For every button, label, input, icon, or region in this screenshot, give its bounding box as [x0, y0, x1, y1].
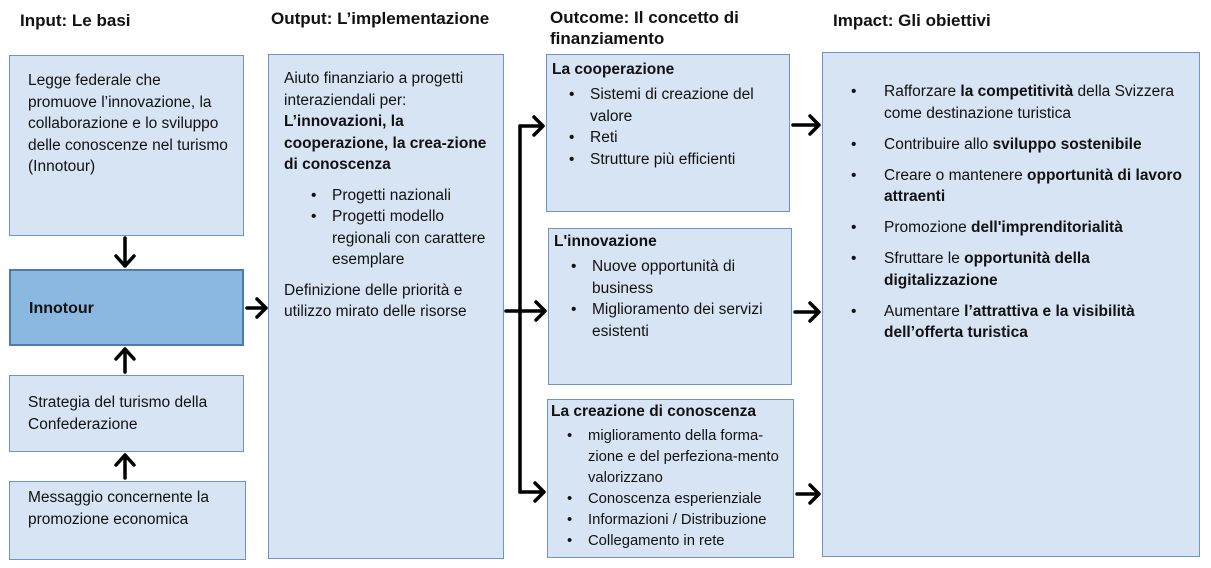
list-item: Informazioni / Distribuzione: [567, 510, 789, 531]
outcome-innovation-box: L'innovazione Nuove opportunità di busin…: [548, 228, 792, 385]
arrow-to-innovation: [518, 300, 547, 322]
impact-box: Rafforzare la competitività della Svizze…: [822, 52, 1200, 557]
outcome-cooperation-box: La cooperazione Sistemi di creazione del…: [546, 54, 790, 212]
list-item: Contribuire allo sviluppo sostenibile: [851, 134, 1185, 156]
list-item: Sistemi di creazione del valore: [569, 84, 781, 127]
arrow-law-to-innotour: [114, 236, 136, 268]
arrow-to-cooperation: [518, 115, 545, 137]
list-item: Reti: [569, 127, 781, 149]
list-item: Conoscenza esperienziale: [567, 489, 789, 510]
impact-item-bold: la competitività: [960, 83, 1074, 100]
input-message-text: Messaggio concernente la promozione econ…: [28, 489, 209, 528]
branch-connector: [504, 124, 522, 494]
impact-item-pre: Sfruttare le: [884, 250, 965, 267]
impact-item-post: della Svizzera come destinazione turisti…: [884, 83, 1175, 122]
list-item: Promozione dell'imprenditorialità: [851, 217, 1185, 239]
impact-item-pre: Creare o mantenere: [884, 166, 1028, 184]
innotour-box: Innotour: [9, 269, 244, 346]
header-input: Input: Le basi: [20, 11, 131, 30]
list-item: Rafforzare la competitività della Svizze…: [851, 81, 1185, 124]
arrow-innotour-to-output: [245, 297, 268, 319]
impact-list: Rafforzare la competitività della Svizze…: [851, 81, 1185, 344]
arrow-innovation-to-impact: [793, 301, 821, 323]
impact-item-pre: Contribuire allo: [884, 135, 993, 153]
innotour-label: Innotour: [29, 300, 94, 317]
arrow-message-to-strategy: [114, 453, 136, 480]
outcome-knowledge-title: La creazione di conoscenza: [551, 403, 757, 420]
input-law-text: Legge federale che promuove l’innovazion…: [28, 72, 228, 175]
header-impact: Impact: Gli obiettivi: [833, 11, 991, 30]
outcome-knowledge-box: La creazione di conoscenza miglioramento…: [547, 399, 794, 558]
impact-item-pre: Rafforzare: [884, 83, 961, 100]
input-message-box: Messaggio concernente la promozione econ…: [9, 481, 246, 560]
list-item: Miglioramento dei servizi esistenti: [571, 299, 783, 342]
output-intro: Aiuto finanziario a progetti interaziend…: [284, 68, 491, 176]
list-item: Creare o mantenere opportunità di lavoro…: [851, 165, 1185, 208]
output-list: Progetti nazionali Progetti modello regi…: [311, 185, 491, 271]
impact-item-bold: sviluppo sostenibile: [992, 135, 1142, 153]
impact-item-bold: l’attrattiva e la visibilità dell’offert…: [884, 302, 1135, 342]
list-item: Progetti nazionali: [311, 185, 491, 207]
list-item: Nuove opportunità di business: [571, 256, 783, 299]
list-item: Progetti modello regionali con carattere…: [311, 206, 491, 271]
impact-item-bold: opportunità di lavoro attraenti: [884, 166, 1183, 206]
header-output: Output: L’implementazione: [271, 9, 490, 28]
list-item: Collegamento in rete: [567, 531, 789, 552]
arrow-to-knowledge: [518, 481, 546, 503]
output-intro-text: Aiuto finanziario a progetti interaziend…: [284, 70, 464, 109]
impact-item-pre: Aumentare: [884, 302, 965, 320]
arrow-strategy-to-innotour: [114, 347, 136, 374]
output-footer: Definizione delle priorità e utilizzo mi…: [284, 281, 467, 321]
outcome-innovation-list: Nuove opportunità di business Migliorame…: [571, 256, 783, 342]
output-box: Aiuto finanziario a progetti interaziend…: [268, 54, 504, 559]
list-item: Sfruttare le opportunità della digitaliz…: [851, 248, 1185, 291]
impact-item-pre: Promozione: [884, 219, 972, 236]
outcome-knowledge-list: miglioramento della forma-zione e del pe…: [567, 426, 789, 552]
outcome-cooperation-title: La cooperazione: [552, 61, 675, 78]
impact-item-bold: opportunità della digitalizzazione: [884, 250, 1090, 289]
arrow-cooperation-to-impact: [791, 114, 821, 136]
arrow-knowledge-to-impact: [795, 483, 821, 505]
outcome-cooperation-list: Sistemi di creazione del valore Reti Str…: [569, 84, 781, 171]
list-item: miglioramento della forma-zione e del pe…: [567, 426, 789, 489]
input-law-box: Legge federale che promuove l’innovazion…: [9, 55, 244, 236]
list-item: Aumentare l’attrattiva e la visibilità d…: [851, 301, 1185, 344]
output-intro-bold: L’innovazioni, la cooperazione, la crea-…: [284, 113, 487, 173]
input-strategy-text: Strategia del turismo della Confederazio…: [28, 394, 208, 433]
header-outcome: Outcome: Il concetto di finanziamento: [550, 8, 739, 48]
outcome-innovation-title: L'innovazione: [554, 233, 657, 250]
list-item: Strutture più efficienti: [569, 149, 781, 171]
input-strategy-box: Strategia del turismo della Confederazio…: [9, 375, 244, 452]
impact-item-bold: dell'imprenditorialità: [971, 219, 1123, 236]
